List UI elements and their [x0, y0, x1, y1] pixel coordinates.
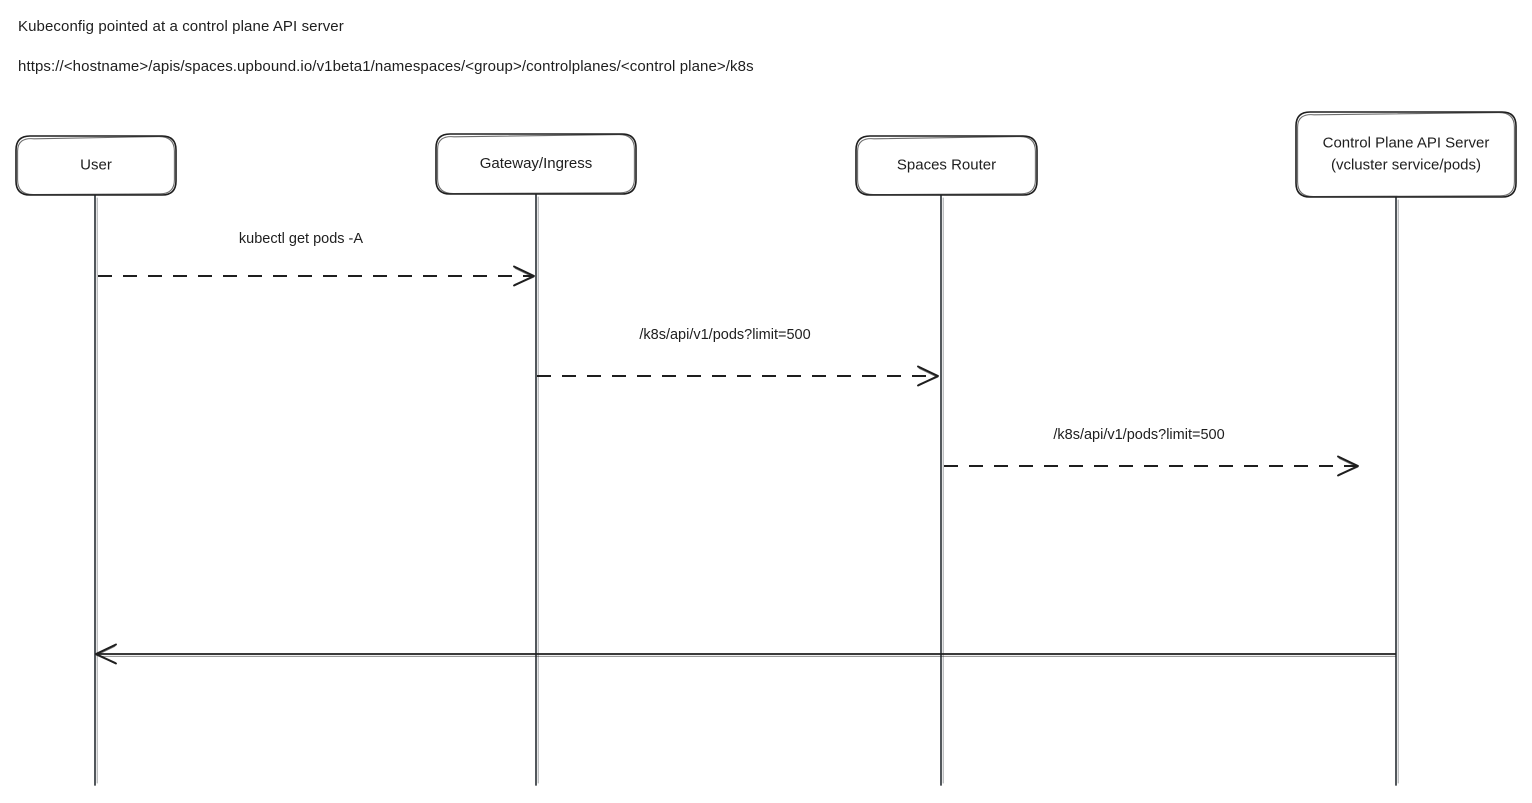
- participant-box-sketch-gateway: [437, 134, 635, 195]
- participant-box-user: [15, 135, 177, 196]
- message-msg-kubectl-get-pods[interactable]: kubectl get pods -A: [98, 231, 535, 287]
- arrowhead-sketch-msg-pods-limit-gateway-to-router: [918, 367, 939, 386]
- participant-box-gateway: [435, 133, 637, 195]
- arrowhead-sketch-msg-pods-limit-router-to-controlplane: [1338, 457, 1359, 476]
- participant-spaces-router[interactable]: Spaces Router: [855, 135, 1038, 196]
- participant-control-plane[interactable]: Control Plane API Server (vcluster servic…: [1295, 111, 1517, 198]
- participant-gateway[interactable]: Gateway/Ingress: [435, 133, 637, 195]
- message-label-msg-kubectl-get-pods: kubectl get pods -A: [239, 231, 363, 247]
- arrowhead-sketch-msg-kubectl-get-pods: [514, 267, 535, 286]
- lifeline-user: [94, 194, 98, 786]
- message-label-msg-pods-limit-router-to-controlplane: /k8s/api/v1/pods?limit=500: [1053, 427, 1224, 443]
- participant-box-sketch-control-plane: [1297, 112, 1515, 198]
- message-msg-pods-limit-router-to-controlplane[interactable]: /k8s/api/v1/pods?limit=500: [944, 427, 1359, 477]
- lifeline-control-plane: [1395, 196, 1399, 786]
- lifelines-layer: [94, 193, 1399, 786]
- participant-box-control-plane: [1295, 111, 1517, 198]
- participant-user[interactable]: User: [15, 135, 177, 196]
- message-msg-pods-limit-gateway-to-router[interactable]: /k8s/api/v1/pods?limit=500: [537, 327, 939, 387]
- participant-label-spaces-router: Spaces Router: [897, 156, 996, 173]
- kubeconfig-note-line-1: Kubeconfig pointed at a control plane AP…: [18, 18, 344, 35]
- participant-label-control-plane: Control Plane API Server: [1323, 134, 1490, 151]
- participant-box-spaces-router: [855, 135, 1038, 196]
- participant-sublabel-control-plane: (vcluster service/pods): [1331, 156, 1481, 173]
- message-msg-response-to-user[interactable]: [95, 643, 1396, 665]
- message-label-msg-pods-limit-gateway-to-router: /k8s/api/v1/pods?limit=500: [639, 327, 810, 343]
- lifeline-spaces-router: [940, 194, 944, 786]
- kubeconfig-url-note: https://<hostname>/apis/spaces.upbound.i…: [18, 58, 754, 75]
- participant-label-user: User: [80, 156, 112, 173]
- participant-label-gateway: Gateway/Ingress: [480, 155, 593, 172]
- participant-box-sketch-spaces-router: [857, 136, 1036, 196]
- lifeline-gateway: [535, 193, 539, 786]
- participants-layer: User Gateway/Ingress Spaces Router Control …: [15, 111, 1517, 198]
- arrowhead-sketch-msg-response-to-user: [95, 645, 116, 664]
- participant-box-sketch-user: [17, 136, 175, 196]
- messages-layer: kubectl get pods -A/k8s/api/v1/pods?limi…: [95, 231, 1396, 665]
